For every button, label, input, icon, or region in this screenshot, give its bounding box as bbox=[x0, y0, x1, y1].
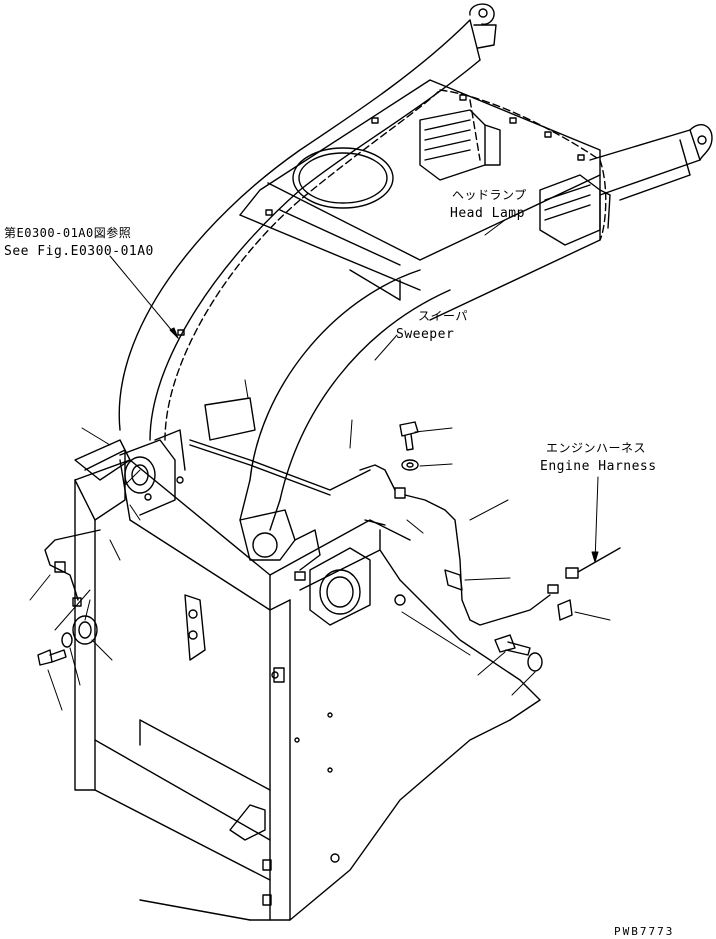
washer-upper bbox=[402, 460, 418, 470]
main-frame bbox=[75, 460, 540, 920]
rear-lamp bbox=[310, 548, 405, 625]
reference-label-en: See Fig.E0300-01A0 bbox=[4, 244, 154, 259]
bracket-plate bbox=[558, 600, 572, 620]
sensor-cable bbox=[360, 465, 558, 625]
engine-harness-label-jp: エンジンハーネス bbox=[546, 441, 647, 455]
circular-opening bbox=[293, 148, 393, 208]
washer-left bbox=[62, 633, 72, 647]
left-bracket-assembly bbox=[45, 430, 185, 606]
harness-route bbox=[165, 90, 606, 440]
sweeper-label-jp: スイーパ bbox=[418, 309, 468, 323]
leader-lines bbox=[30, 220, 610, 710]
lock-ring-left bbox=[73, 616, 97, 644]
bolt-lower bbox=[495, 635, 530, 655]
bolt-left bbox=[38, 650, 66, 665]
bolt-upper bbox=[400, 422, 418, 450]
drawing-code: PWB7773 bbox=[614, 925, 675, 938]
head-lamp-label-jp: ヘッドランプ bbox=[452, 188, 527, 202]
center-cable bbox=[190, 398, 385, 525]
connector-plug bbox=[566, 548, 620, 578]
reference-label-jp: 第E0300-01A0図参照 bbox=[4, 226, 132, 240]
sweeper-lamp-socket bbox=[240, 510, 320, 580]
sweeper-label-en: Sweeper bbox=[396, 327, 455, 342]
head-lamp-label-en: Head Lamp bbox=[450, 206, 525, 221]
washer-lower bbox=[528, 653, 542, 671]
head-lamp-right bbox=[540, 175, 610, 245]
engine-harness-label-en: Engine Harness bbox=[540, 459, 657, 474]
harness-clips bbox=[178, 95, 584, 335]
head-lamp-left bbox=[420, 110, 500, 180]
